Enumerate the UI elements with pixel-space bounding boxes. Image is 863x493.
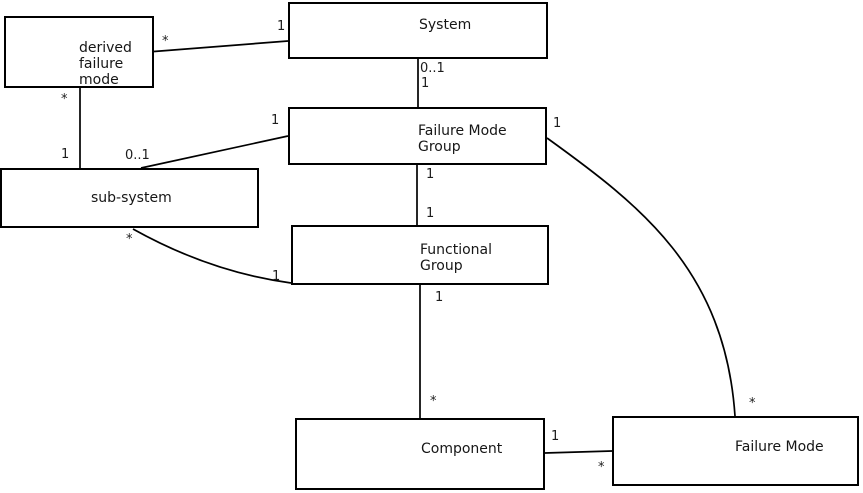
association-failure-mode-group-failure-mode (546, 137, 736, 417)
entity-label-failure-mode: Failure Mode (735, 439, 824, 455)
multiplicity-failure-mode-group-functional-group-near-fg: 1 (426, 206, 435, 221)
association-sub-system-failure-mode-group (140, 135, 289, 169)
entity-label-failure-mode-group: Failure Mode Group (418, 123, 507, 155)
multiplicity-component-failure-mode-near-component: 1 (551, 429, 560, 444)
multiplicity-derived-failure-mode-sub-system-near-derived: * (61, 92, 68, 107)
multiplicity-sub-system-functional-group-near-sub: * (126, 232, 133, 247)
entity-box-failure-mode-group: Failure Mode Group (288, 107, 547, 165)
multiplicity-sub-system-functional-group-near-fg: 1 (272, 269, 281, 284)
entity-label-derived-failure-mode: derived failure mode (79, 40, 132, 88)
multiplicity-failure-mode-group-failure-mode-near-fm: * (749, 396, 756, 411)
multiplicity-component-failure-mode-near-fm: * (598, 460, 605, 475)
entity-label-system: System (419, 17, 472, 33)
entity-box-sub-system: sub-system (0, 168, 259, 228)
multiplicity-failure-mode-group-failure-mode-near-group: 1 (553, 116, 562, 131)
multiplicity-sub-system-failure-mode-group-near-sub: 0..1 (125, 148, 150, 163)
association-sub-system-functional-group (132, 228, 292, 284)
multiplicity-derived-failure-mode-system-near-derived: * (162, 34, 169, 49)
entity-label-component: Component (421, 441, 503, 457)
entity-box-failure-mode: Failure Mode (612, 416, 859, 486)
multiplicity-derived-failure-mode-system-near-system: 1 (277, 19, 286, 34)
entity-box-functional-group: Functional Group (291, 225, 549, 285)
entity-label-sub-system: sub-system (91, 190, 172, 206)
multiplicity-sub-system-failure-mode-group-near-group: 1 (271, 113, 280, 128)
association-component-failure-mode (544, 450, 613, 454)
multiplicity-system-failure-mode-group-near-group: 1 (421, 76, 430, 91)
entity-label-functional-group: Functional Group (420, 242, 493, 274)
entity-box-system: System (288, 2, 548, 59)
multiplicity-system-failure-mode-group-near-system: 0..1 (420, 61, 445, 76)
entity-box-derived-failure-mode: derived failure mode (4, 16, 154, 88)
entity-box-component: Component (295, 418, 545, 490)
association-derived-failure-mode-system (153, 40, 289, 53)
multiplicity-functional-group-component-near-component: * (430, 394, 437, 409)
multiplicity-failure-mode-group-functional-group-near-fmg: 1 (426, 167, 435, 182)
multiplicity-functional-group-component-near-fg: 1 (435, 290, 444, 305)
multiplicity-derived-failure-mode-sub-system-near-sub: 1 (61, 147, 70, 162)
